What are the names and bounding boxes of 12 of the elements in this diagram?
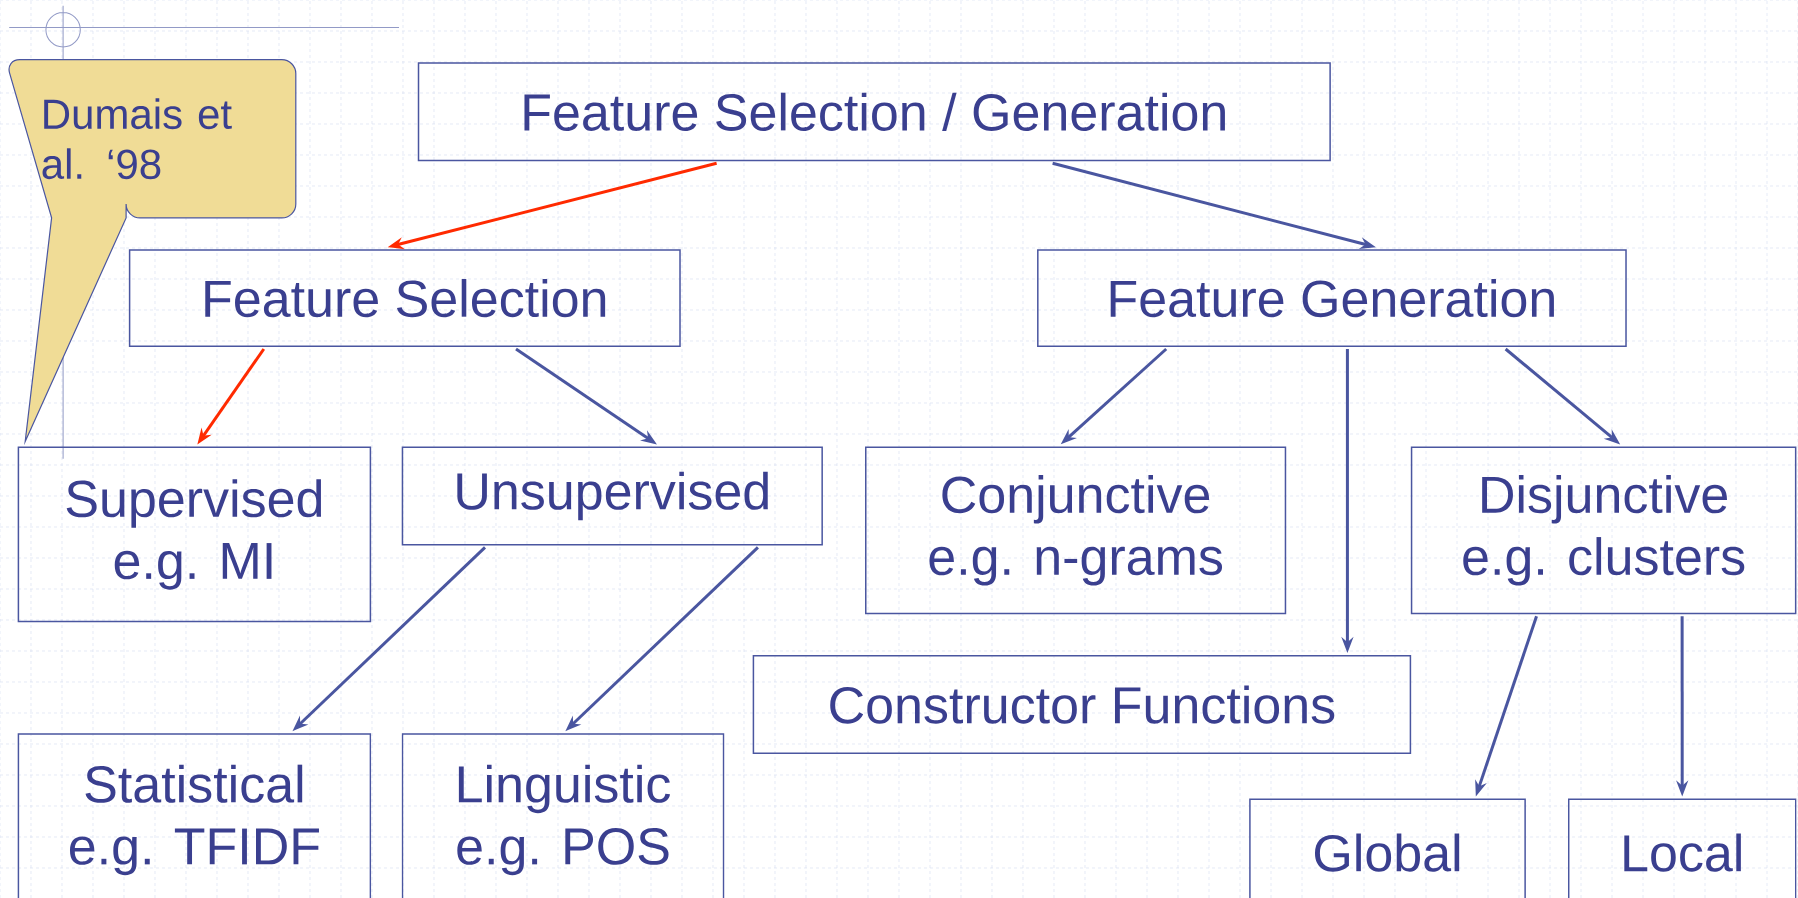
text-box: Conjunctive e.g. n-grams <box>865 446 1287 615</box>
text-box: Statistical e.g. TFIDF <box>17 733 372 898</box>
text-box: Local <box>1567 798 1797 898</box>
text-box: Disjunctive e.g. clusters <box>1410 446 1797 615</box>
text-box: Global <box>1249 798 1526 898</box>
text-box: Feature Generation <box>1037 249 1627 347</box>
text-box: Unsupervised <box>401 446 823 546</box>
text-box: Supervised e.g. MI <box>17 446 372 623</box>
text-box: Feature Selection / Generation <box>417 62 1331 162</box>
text-box: Linguistic e.g. POS <box>401 733 725 898</box>
text-box: Constructor Functions <box>752 655 1412 755</box>
text-box: Feature Selection <box>128 249 681 347</box>
